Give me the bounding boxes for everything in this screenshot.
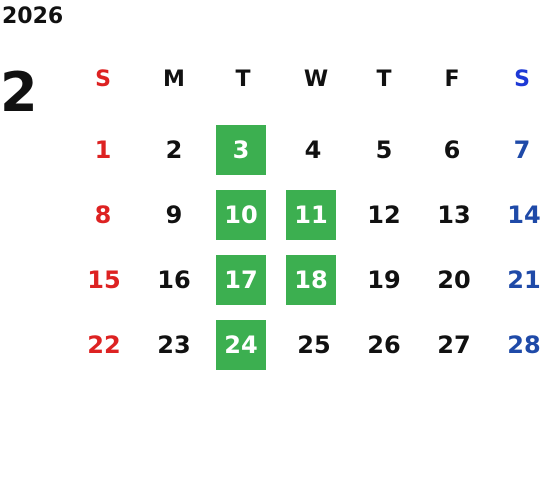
day-cell[interactable]: 6	[443, 136, 461, 164]
day-cell[interactable]: 5	[375, 136, 393, 164]
weekday-tue: T	[235, 67, 251, 92]
weekday-sun: S	[95, 67, 111, 92]
day-cell[interactable]: 19	[367, 266, 401, 294]
weekday-wed: W	[303, 67, 329, 92]
day-cell-highlighted[interactable]: 10	[216, 190, 266, 240]
day-cell[interactable]: 23	[157, 331, 191, 359]
day-cell-highlighted[interactable]: 3	[216, 125, 266, 175]
day-cell[interactable]: 8	[94, 201, 112, 229]
day-cell[interactable]: 13	[437, 201, 471, 229]
day-cell-highlighted[interactable]: 24	[216, 320, 266, 370]
day-cell[interactable]: 21	[507, 266, 541, 294]
day-cell[interactable]: 16	[157, 266, 191, 294]
day-cell[interactable]: 27	[437, 331, 471, 359]
day-cell[interactable]: 2	[165, 136, 183, 164]
day-cell-highlighted[interactable]: 18	[286, 255, 336, 305]
day-cell[interactable]: 12	[367, 201, 401, 229]
day-cell[interactable]: 15	[87, 266, 121, 294]
day-cell[interactable]: 4	[304, 136, 322, 164]
day-cell[interactable]: 26	[367, 331, 401, 359]
weekday-sat: S	[514, 67, 530, 92]
month-label: 2	[0, 61, 38, 124]
weekday-thu: T	[376, 67, 392, 92]
day-cell-highlighted[interactable]: 11	[286, 190, 336, 240]
day-cell[interactable]: 25	[297, 331, 331, 359]
year-label: 2026	[2, 4, 64, 29]
weekday-fri: F	[444, 67, 460, 92]
weekday-mon: M	[163, 67, 185, 92]
day-cell-highlighted[interactable]: 17	[216, 255, 266, 305]
day-cell[interactable]: 28	[507, 331, 541, 359]
day-cell[interactable]: 22	[87, 331, 121, 359]
day-cell[interactable]: 7	[513, 136, 531, 164]
day-cell[interactable]: 20	[437, 266, 471, 294]
day-cell[interactable]: 14	[507, 201, 541, 229]
day-cell[interactable]: 9	[165, 201, 183, 229]
day-cell[interactable]: 1	[94, 136, 112, 164]
